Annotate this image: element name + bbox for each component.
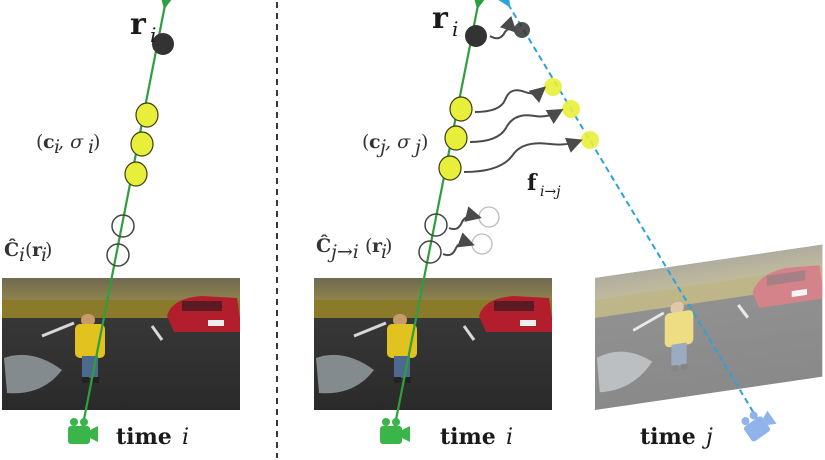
left-empty-sample [111,214,135,238]
left-render-label: Ĉ i ( r i ) [4,238,52,266]
svg-text:j→i: j→i [327,241,359,263]
left-sample-point [124,161,148,187]
left-ray-label: r [130,7,147,42]
svg-text:i: i [19,244,25,266]
right-time-i-word: time [440,424,496,450]
right-time-i-var: i [506,425,513,450]
warped-empty-sample [471,233,493,255]
flow-arrow [463,137,583,173]
flow-arrow [474,86,547,113]
svg-text:(: ( [365,235,372,257]
left-ray-endpoint [152,33,174,55]
svg-text:(: ( [25,239,32,261]
warped-sample-point [581,131,599,149]
camera-icon-blue [738,404,778,443]
right-empty-sample [424,213,448,237]
left-sample-label: ( c i , σ i ) [36,131,100,158]
svg-text:i: i [381,241,387,263]
svg-text:c: c [369,131,381,153]
right-ray-endpoint [465,25,487,47]
svg-text:(: ( [36,131,43,153]
warped-ray-endpoint [514,22,530,38]
left-time-var: i [182,425,189,450]
flow-arrow [448,206,482,231]
svg-text:r: r [32,239,43,261]
flow-arrow [489,15,517,40]
svg-text:r: r [372,235,383,257]
svg-text:Ĉ: Ĉ [316,234,331,257]
svg-text:j: j [376,136,386,158]
svg-text:j: j [411,136,421,158]
warped-empty-sample [478,206,500,228]
svg-text:): ) [45,239,52,261]
right-time-j-word: time [640,424,696,450]
left-empty-sample [106,243,130,267]
right-camera-ray [390,0,490,441]
right-render-label: Ĉ j→i ( r i ) [316,234,392,263]
svg-text:c: c [43,131,55,153]
left-scene-photo [0,276,242,412]
left-camera-ray [78,0,177,441]
left-time-word: time [116,424,172,450]
left-ray-subscript: i [150,23,156,47]
right-panel: r i ( c j , σ j ) f i→j Ĉ j→i ( r i ) ti… [312,0,824,450]
svg-text:, σ: , σ [58,131,84,153]
camera-icon-green-right [380,418,410,444]
flow-label: f i→j [527,170,561,200]
right-sample-point [438,155,462,181]
svg-text:Ĉ: Ĉ [4,238,19,261]
right-scene-photo-time-j [593,243,824,412]
svg-text:): ) [421,131,428,153]
right-ray-subscript: i [452,17,458,41]
flow-arrow [442,232,475,257]
flow-arrow [469,108,564,143]
left-panel: r i ( c i , σ i ) Ĉ i ( r i ) time i [0,0,242,450]
right-sample-point [449,96,473,122]
svg-text:i→j: i→j [540,184,561,200]
right-ray-label: r [432,1,449,36]
right-sample-label: ( c j , σ j ) [362,131,428,158]
warped-ray-time-j [494,0,759,421]
warped-sample-point [544,78,562,96]
svg-text:i: i [88,136,94,158]
left-sample-point [130,131,154,157]
right-time-j-var: j [701,425,713,450]
left-sample-point [135,102,159,128]
svg-text:i: i [54,136,60,158]
right-sample-point [444,125,468,151]
right-empty-sample [418,240,442,264]
camera-icon-green-left [68,418,98,444]
svg-text:f: f [527,170,538,196]
svg-text:(: ( [362,131,369,153]
right-scene-photo-time-i [312,276,554,412]
svg-text:): ) [93,131,100,153]
warped-sample-point [562,100,580,118]
svg-text:): ) [385,235,392,257]
svg-text:i: i [41,244,47,266]
svg-text:, σ: , σ [385,131,411,153]
